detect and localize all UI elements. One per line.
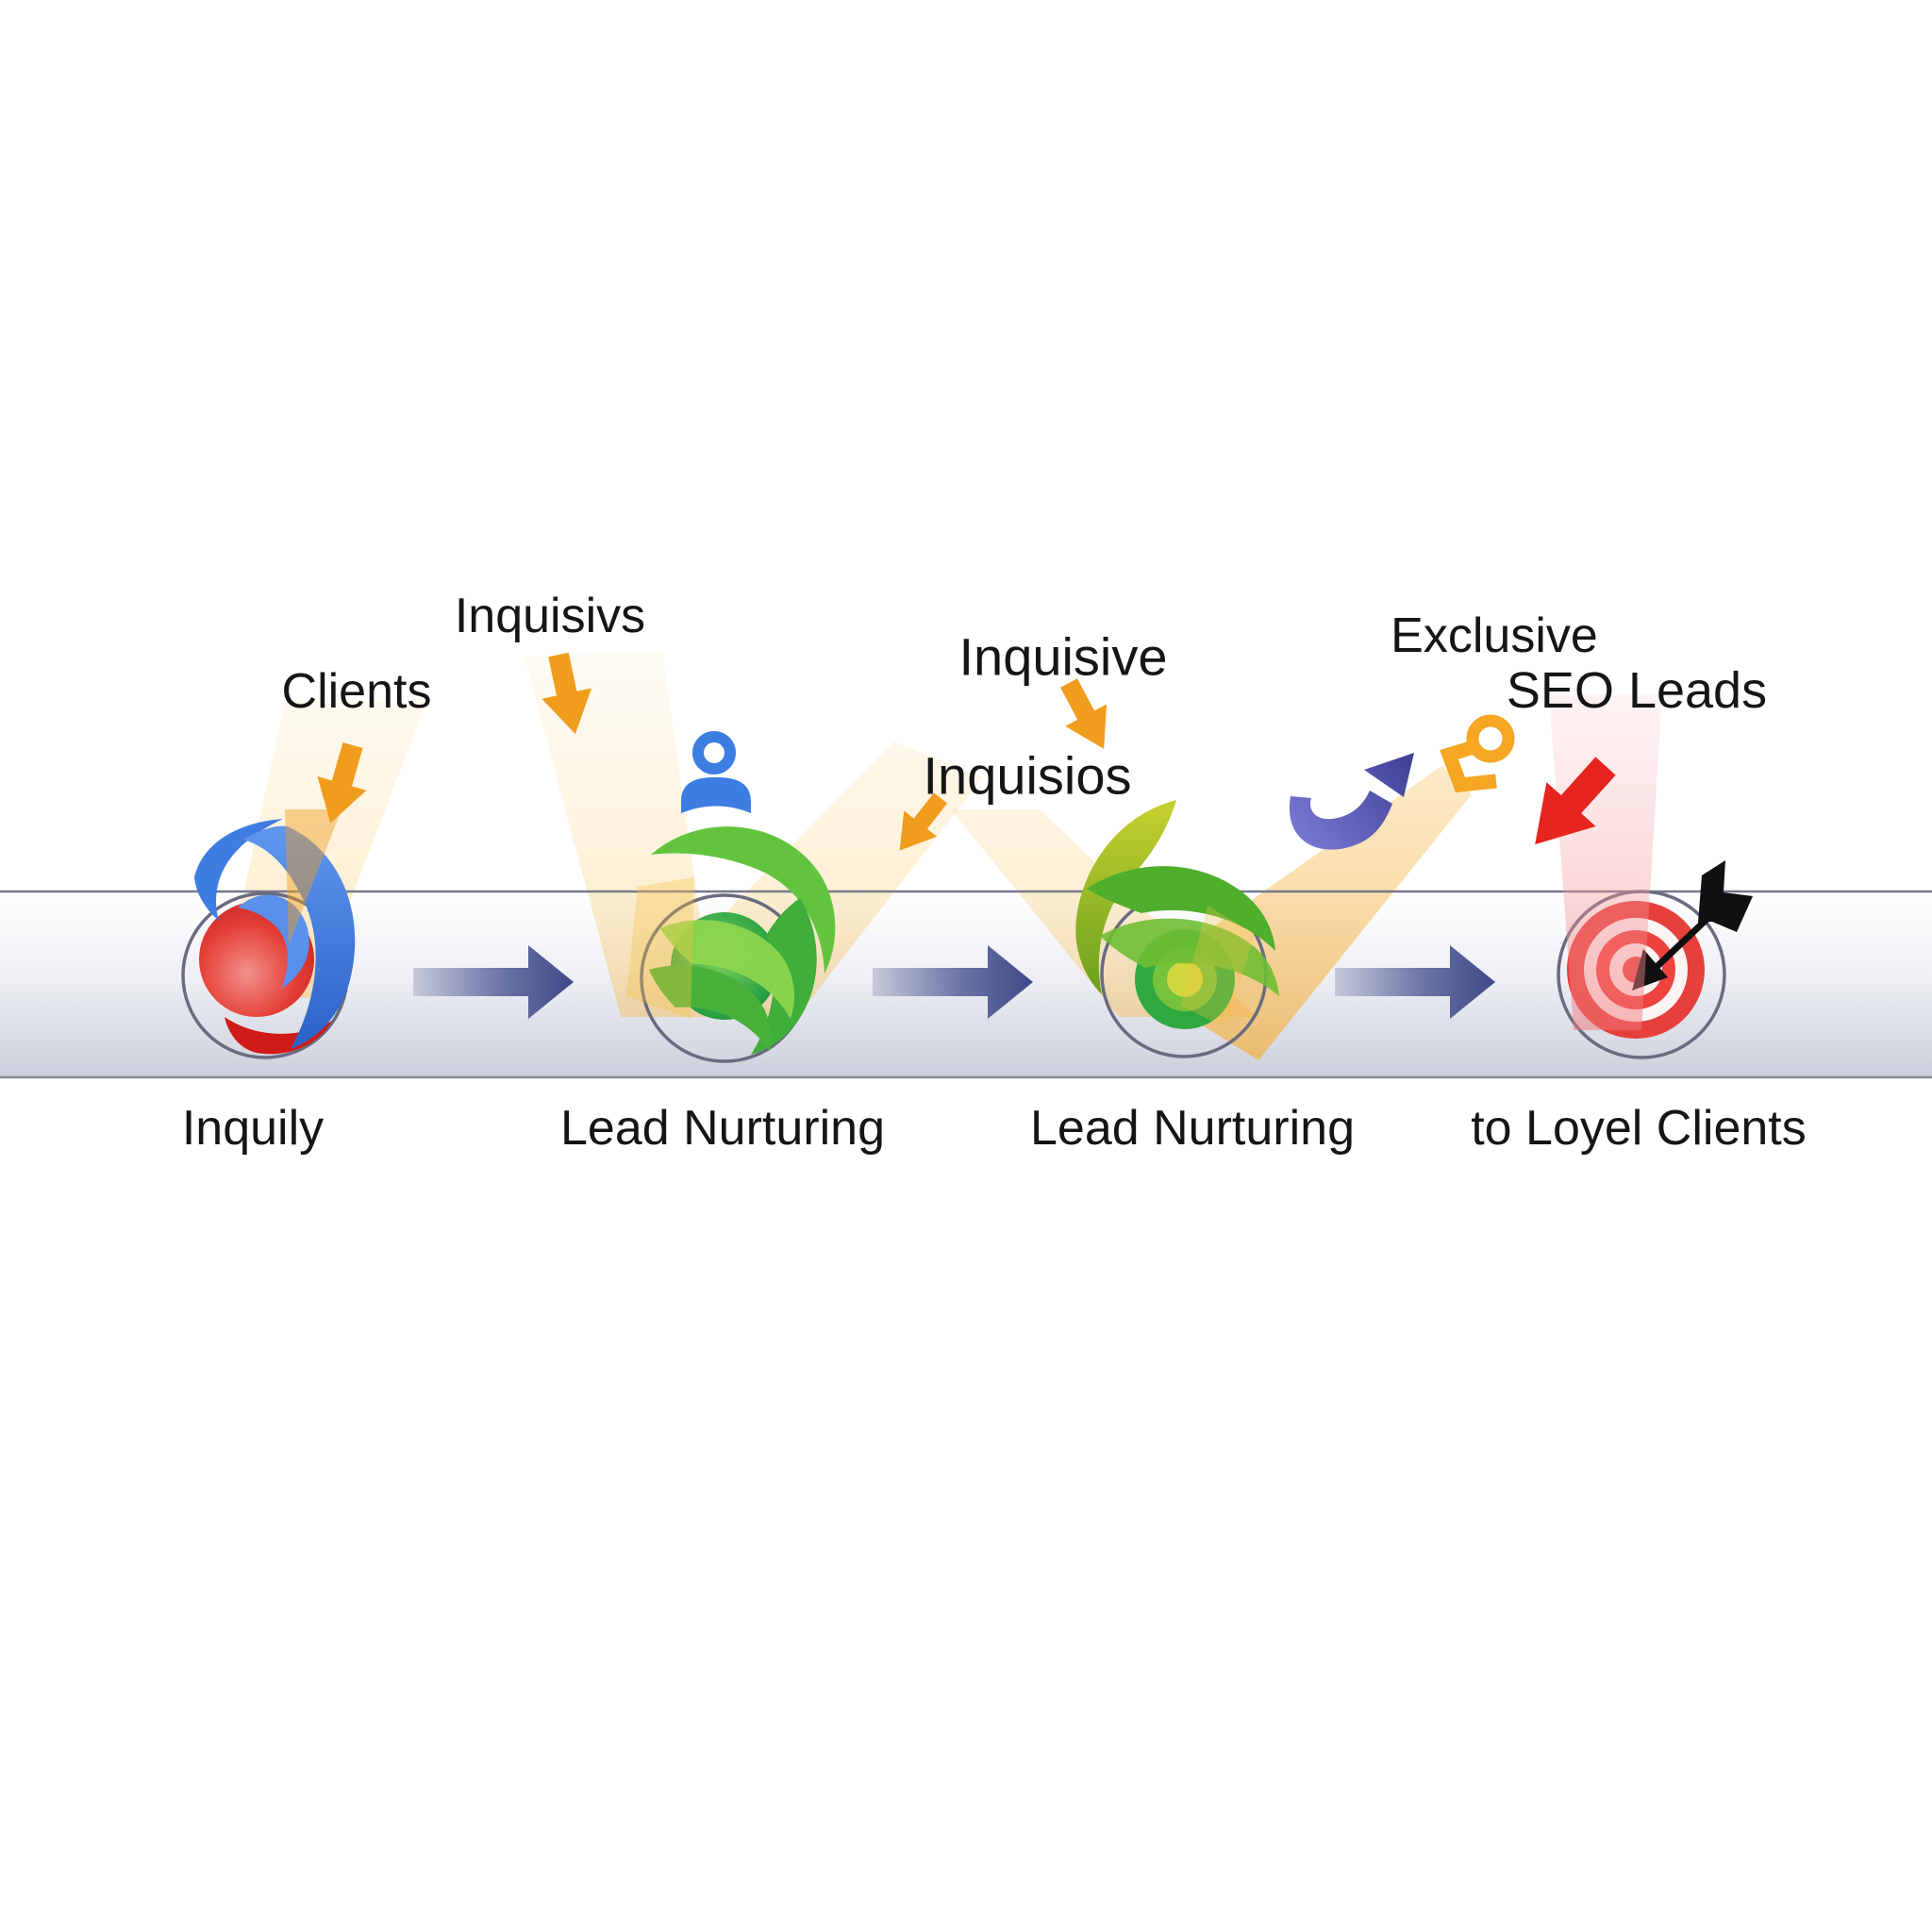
flow-arrows (413, 945, 1495, 1019)
annotation-arrows (317, 652, 1108, 851)
annotation-exclusive: Exclusive (1391, 608, 1598, 663)
annotation-inquisivs: Inquisivs (454, 589, 646, 643)
beam-inquisivs (525, 651, 714, 1017)
annotation-seo-leads: SEO Leads (1506, 662, 1768, 719)
stage-label-loyal-clients: to Loyel Clients (1471, 1101, 1807, 1156)
nurture-swirl-icon (626, 731, 836, 1055)
inquisive-down-arrow-icon (1060, 678, 1108, 749)
inquiry-swirl-icon (194, 809, 356, 1055)
flow-arrow-3-icon (1335, 945, 1495, 1019)
stage-label-lead-nurturing-1: Lead Nurturing (560, 1101, 885, 1156)
flow-arrow-2-icon (873, 945, 1033, 1019)
inquisivs-down-arrow-icon (541, 652, 592, 735)
clients-down-arrow-icon (317, 741, 367, 824)
annotation-inquisive: Inquisive (958, 626, 1168, 687)
person-icon (681, 731, 751, 813)
inquisios-down-arrow-icon (899, 792, 948, 851)
orange-figure-icon (1440, 714, 1515, 793)
annotation-inquisios: Inquisios (923, 745, 1132, 806)
seo-leads-red-arrow-icon (1535, 757, 1616, 845)
flow-arrow-1-icon (413, 945, 574, 1019)
purple-curve-arrow-icon (1289, 753, 1414, 850)
stage-label-inquiry: Inquily (181, 1101, 325, 1156)
growth-swirl-icon (1075, 800, 1279, 1029)
annotation-clients: Clients (281, 664, 432, 719)
stage-label-lead-nurturing-2: Lead Nurturing (1030, 1101, 1355, 1156)
